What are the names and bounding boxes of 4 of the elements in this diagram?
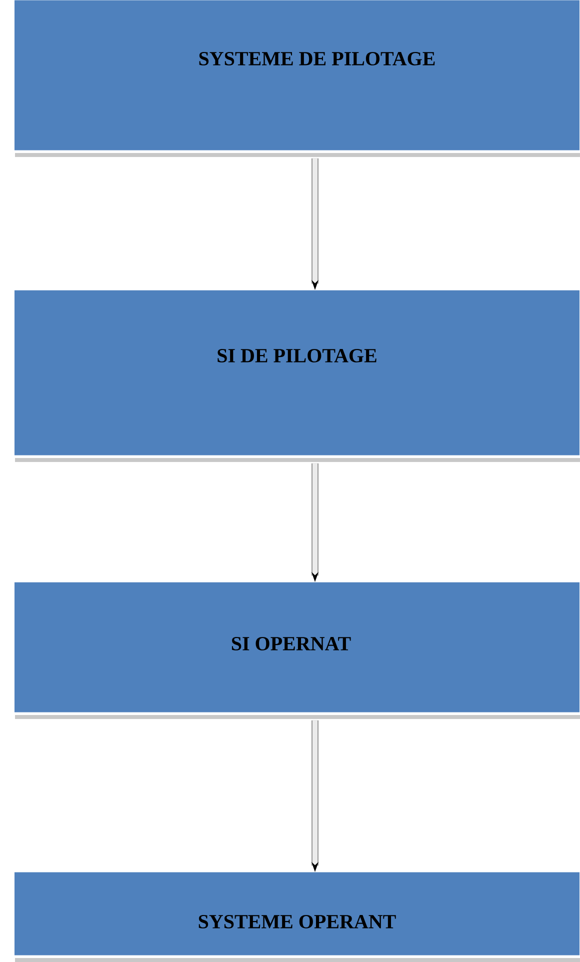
process-box: SI OPERNAT bbox=[14, 582, 580, 719]
process-box: SYSTEME DE PILOTAGE bbox=[14, 0, 580, 157]
process-box: SYSTEME OPERANT bbox=[14, 872, 580, 962]
process-box: SI DE PILOTAGE bbox=[14, 290, 580, 462]
